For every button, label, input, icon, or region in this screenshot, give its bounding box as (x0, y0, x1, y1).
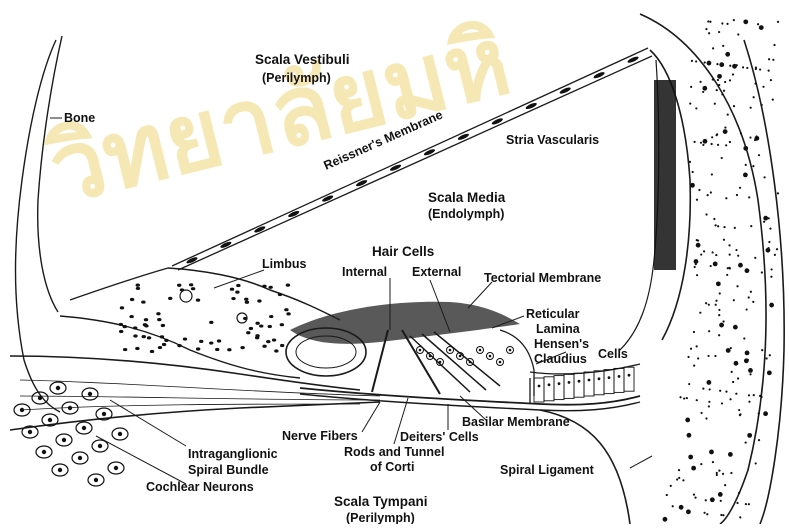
label-deiters-cells: Deiters' Cells (400, 430, 479, 444)
label-scala-media: Scala Media (428, 190, 506, 205)
label-bone: Bone (64, 111, 95, 125)
stria-vascularis (620, 50, 690, 350)
label-of-corti: of Corti (370, 460, 414, 474)
label-hensens: Hensen's (534, 337, 589, 351)
label-nerve-fibers: Nerve Fibers (282, 429, 358, 443)
label-lamina: Lamina (536, 322, 581, 336)
label-external: External (412, 265, 461, 279)
label-scala-vestibuli: Scala Vestibuli (255, 52, 350, 67)
label-rods-and-tunnel: Rods and Tunnel (344, 445, 444, 459)
label-endolymph: (Endolymph) (428, 207, 504, 221)
label-cells: Cells (598, 347, 628, 361)
label-spiral-ligament: Spiral Ligament (500, 463, 595, 477)
label-cochlear-neurons: Cochlear Neurons (146, 480, 254, 494)
spiral-ganglion-neurons (14, 382, 128, 486)
label-limbus: Limbus (262, 257, 306, 271)
label-hair-cells: Hair Cells (372, 244, 434, 259)
label-spiral-bundle: Spiral Bundle (188, 463, 269, 477)
label-reticular: Reticular (526, 307, 580, 321)
label-perilymph-top: (Perilymph) (262, 71, 331, 85)
label-claudius: Claudius (534, 352, 587, 366)
label-stria-vascularis: Stria Vascularis (506, 133, 599, 147)
label-scala-tympani: Scala Tympani (334, 494, 428, 509)
label-tectorial-membrane: Tectorial Membrane (484, 271, 601, 285)
label-internal: Internal (342, 265, 387, 279)
label-basilar-membrane: Basilar Membrane (462, 415, 570, 429)
label-perilymph-bottom: (Perilymph) (346, 511, 415, 524)
tectorial-membrane (290, 302, 520, 344)
limbus (60, 268, 340, 378)
label-intraganglionic: Intraganglionic (188, 447, 278, 461)
